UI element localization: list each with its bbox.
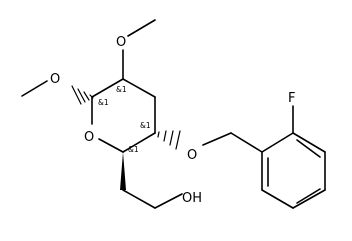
hashed-bond-c4-o (157, 130, 181, 150)
bond-ar-inner-3 (296, 139, 321, 158)
stereo-bonds (71, 85, 181, 190)
stereo-label-c2: &1 (116, 85, 127, 94)
bond-c5-o5 (98, 138, 124, 153)
bond-c2-c3 (122, 78, 156, 98)
hashed-bond-c1-o (71, 85, 94, 105)
bond-c4-c5 (122, 132, 156, 153)
bond-o-methyl-c1 (21, 80, 48, 97)
bond-ar-inner-2 (296, 188, 321, 204)
stereo-label-c5: &1 (128, 145, 139, 154)
bond-ar2-ar3 (261, 189, 294, 209)
stereo-label-c1: &1 (98, 98, 109, 107)
bond-o-ch2 (202, 132, 232, 146)
ring-oxygen-label: O (84, 130, 94, 145)
atom-labels: O O O O OH F (50, 35, 295, 206)
bond-ar5-ar6 (292, 132, 326, 153)
wedge-bond-c5-ch2 (120, 152, 126, 190)
bond-c1-c2 (91, 78, 124, 98)
bond-ar6-ar1 (261, 132, 294, 153)
fluorine-label: F (288, 91, 295, 106)
bond-ch2-aryl (230, 132, 263, 153)
stereo-label-c4: &1 (140, 121, 151, 130)
bonds (21, 19, 326, 209)
anomeric-methoxy-oxygen-label: O (50, 72, 60, 87)
bond-o-methyl-c2 (127, 19, 156, 37)
c2-methoxy-oxygen-label: O (116, 35, 126, 50)
hydroxyl-label: OH (182, 191, 202, 206)
bond-ar3-ar4 (292, 189, 326, 209)
benzyl-ether-oxygen-label: O (187, 148, 197, 163)
bond-ch2-oh (154, 193, 183, 209)
bond-ch2-ch2 (122, 189, 156, 209)
stereo-labels: &1 &1 &1 &1 (98, 85, 151, 154)
